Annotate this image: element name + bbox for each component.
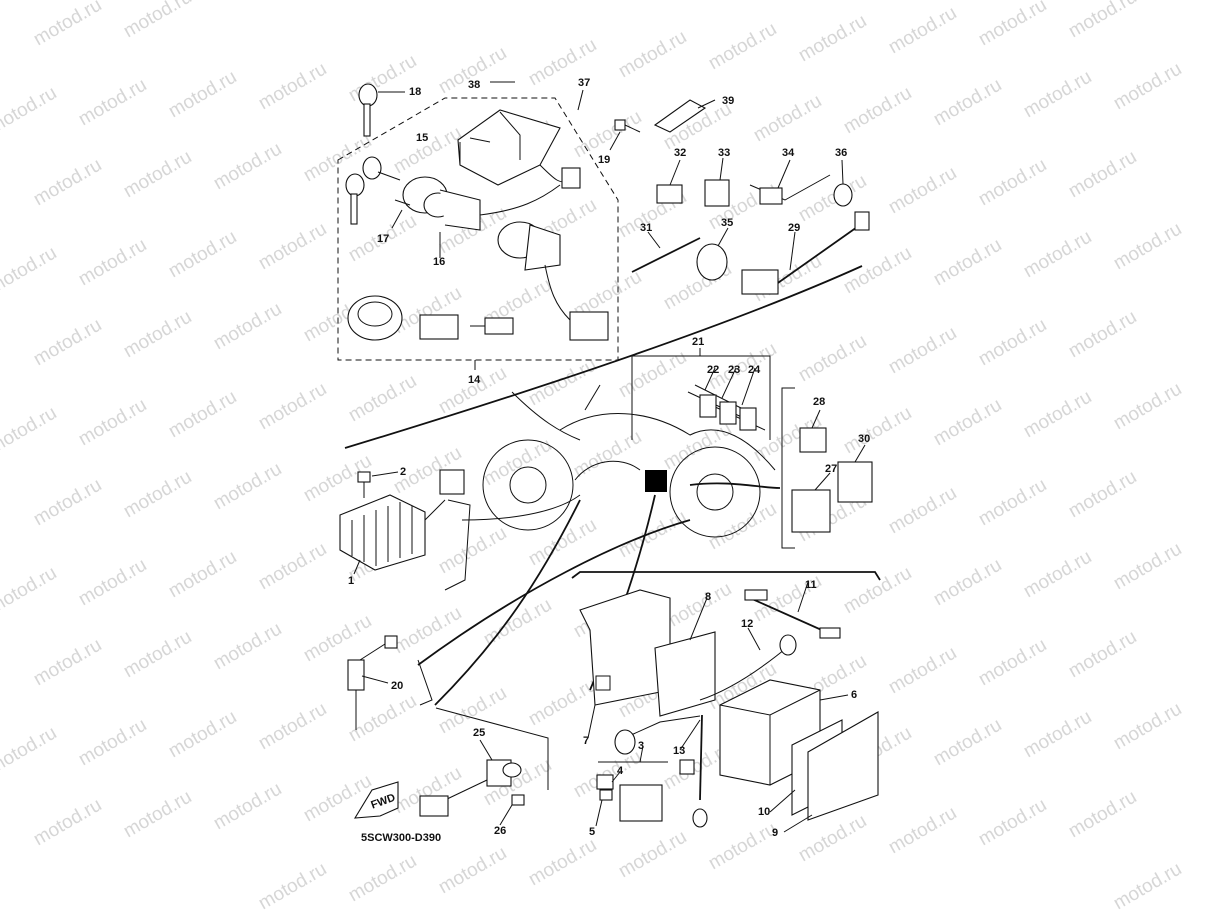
cover-9 [807, 711, 879, 821]
callout-19: 19 [598, 154, 610, 166]
section-divider-upper [344, 265, 863, 449]
clamp-36 [833, 183, 853, 207]
bracket-25 [435, 707, 549, 790]
lock-holder [419, 314, 459, 340]
callout-28: 28 [813, 396, 825, 408]
callout-13: 13 [673, 745, 685, 757]
leader-lines [353, 81, 866, 833]
relay-28 [799, 427, 827, 453]
band-8 [654, 631, 716, 717]
bolt-19 [614, 119, 641, 133]
callout-27: 27 [825, 463, 837, 475]
band-31 [631, 237, 701, 273]
key-18 [358, 83, 378, 137]
motorcycle-outline [482, 384, 776, 538]
fuel-cap [347, 295, 403, 341]
callout-37: 37 [578, 77, 590, 89]
holder-32 [656, 184, 683, 204]
starter-relay-3 [596, 774, 663, 822]
callout-20: 20 [391, 680, 403, 692]
callout-11: 11 [805, 579, 817, 591]
leader-sweep-relays [689, 482, 781, 489]
callout-26: 26 [494, 825, 506, 837]
callout-15: 15 [416, 132, 428, 144]
callout-5: 5 [589, 826, 595, 838]
bracket-battery-section [571, 571, 881, 581]
relay-block-black [645, 470, 667, 492]
bracket-20 [417, 659, 433, 706]
callout-8: 8 [705, 591, 711, 603]
callout-7: 7 [583, 735, 589, 747]
diagram-code: 5SCW300-D390 [361, 832, 441, 844]
callout-14: 14 [468, 374, 481, 386]
callout-17: 17 [377, 233, 389, 245]
leader-sweep-1 [461, 494, 581, 521]
fuse-set-21 [687, 384, 766, 431]
bracket-21 [631, 355, 771, 440]
callout-29: 29 [788, 222, 800, 234]
speed-sensor-25 [419, 759, 522, 817]
callout-21: 21 [692, 336, 704, 348]
callout-32: 32 [674, 147, 686, 159]
callout-33: 33 [718, 147, 730, 159]
fwd-arrow: FWD [353, 781, 399, 819]
callout-38: 38 [468, 79, 480, 91]
leader-sweep-25 [434, 499, 581, 706]
callout-6: 6 [851, 689, 857, 701]
callout-25: 25 [473, 727, 485, 739]
bracket-39 [653, 99, 707, 133]
flasher-relay-27 [791, 489, 831, 533]
callout-2: 2 [400, 466, 406, 478]
relay-30 [837, 461, 873, 503]
callout-labels: 18 38 37 39 15 19 32 33 34 36 31 35 29 1… [348, 77, 870, 844]
neutral-switch-20 [347, 635, 398, 730]
bolt-5 [599, 789, 613, 801]
lock-switch [470, 317, 514, 335]
main-switch-16 [394, 176, 561, 231]
callout-39: 39 [722, 95, 734, 107]
bolt-26 [511, 794, 525, 806]
callout-34: 34 [782, 147, 795, 159]
holder-33 [704, 179, 730, 207]
callout-9: 9 [772, 827, 778, 839]
key-pair [345, 156, 401, 225]
clamp-35 [696, 243, 728, 281]
minus-lead-13 [679, 714, 708, 828]
callout-4: 4 [617, 765, 624, 777]
callout-16: 16 [433, 256, 445, 268]
battery-band-11 [744, 589, 841, 639]
callout-18: 18 [409, 86, 421, 98]
callout-24: 24 [748, 364, 761, 376]
band-34 [749, 174, 831, 205]
group-box-14 [337, 97, 619, 361]
plus-lead [614, 715, 701, 755]
callout-35: 35 [721, 217, 733, 229]
callout-10: 10 [758, 806, 770, 818]
callout-3: 3 [638, 740, 644, 752]
lead-29 [741, 211, 870, 295]
callout-22: 22 [707, 364, 719, 376]
bracket-1 [444, 499, 471, 591]
callout-31: 31 [640, 222, 652, 234]
ignitor-unit-15 [457, 109, 581, 189]
coupler [439, 469, 465, 495]
lock-assembly [497, 221, 609, 341]
callout-36: 36 [835, 147, 847, 159]
bracket-relays [781, 387, 795, 549]
leader-sweep-20 [417, 519, 691, 666]
callout-12: 12 [741, 618, 753, 630]
breather-pipe-12 [699, 634, 797, 701]
bolt-2 [357, 471, 371, 498]
rectifier-regulator-1 [339, 494, 446, 571]
callout-30: 30 [858, 433, 870, 445]
callout-23: 23 [728, 364, 740, 376]
leader-sweep-14 [511, 391, 581, 441]
callout-1: 1 [348, 575, 354, 587]
